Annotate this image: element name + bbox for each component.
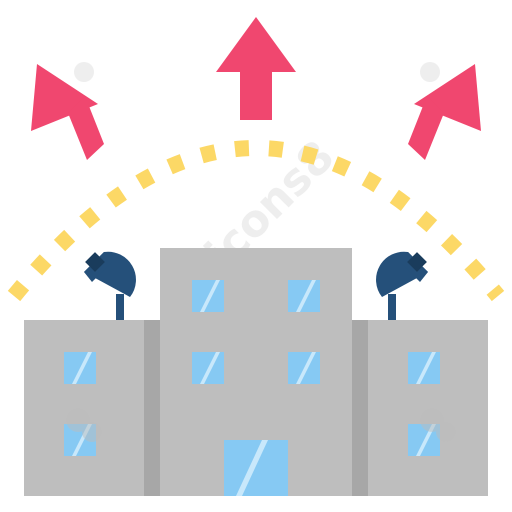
arrow-up-left-shaft — [68, 96, 104, 160]
arrow-up-shaft — [240, 71, 272, 120]
building-right — [352, 320, 488, 496]
satellite-dish-right-icon — [376, 251, 428, 322]
window — [64, 352, 96, 384]
watermark-blob-icon — [66, 62, 456, 442]
arrow-up-left-icon — [31, 64, 104, 160]
window — [288, 352, 320, 384]
arrow-up-head — [216, 17, 296, 72]
dish-left-feed — [85, 252, 105, 272]
window — [408, 352, 440, 384]
arrow-up-right-icon — [408, 64, 481, 160]
arrow-up-left-head — [31, 64, 98, 131]
window — [192, 352, 224, 384]
dish-left-pole — [116, 294, 124, 322]
arrow-up-right-shaft — [408, 96, 444, 160]
arrow-up-right-head — [414, 64, 481, 131]
arrow-up-icon — [216, 17, 296, 120]
dish-right-pole — [388, 294, 396, 322]
signal-arc — [7, 140, 505, 302]
building-left — [24, 320, 160, 496]
door — [224, 440, 288, 496]
window — [192, 280, 224, 312]
dish-right-feed — [407, 252, 427, 272]
satellite-dish-left-icon — [84, 251, 136, 322]
window — [288, 280, 320, 312]
